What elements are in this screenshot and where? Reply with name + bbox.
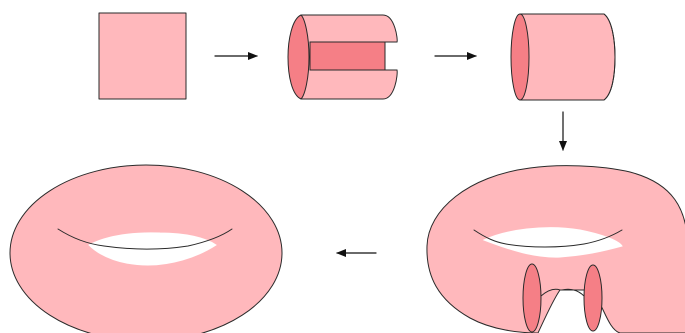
bent-cylinder bbox=[426, 165, 685, 333]
cylinder bbox=[510, 13, 616, 101]
square-sheet bbox=[98, 12, 187, 100]
torus bbox=[9, 164, 283, 333]
rolling-sheet bbox=[287, 14, 398, 100]
